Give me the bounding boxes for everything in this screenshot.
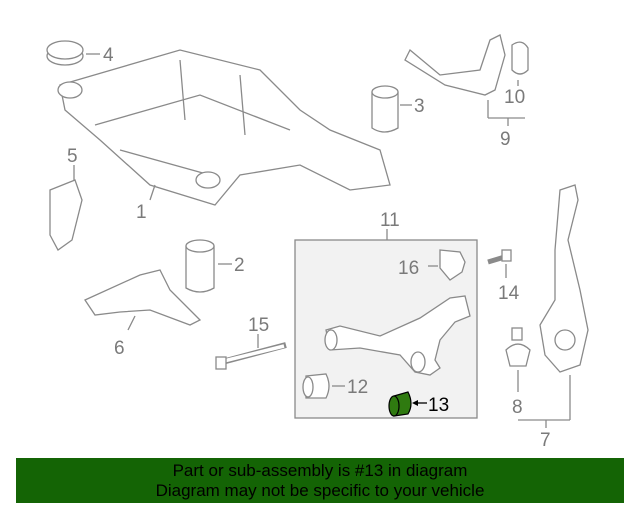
callout-6: 6 xyxy=(114,338,125,359)
callout-7: 7 xyxy=(540,430,551,451)
callout-3: 3 xyxy=(414,96,425,117)
callout-2: 2 xyxy=(234,255,245,276)
part-4-mount[interactable] xyxy=(46,40,100,66)
callout-5: 5 xyxy=(67,146,78,167)
part-9-upper-arm[interactable] xyxy=(404,34,529,126)
callout-1: 1 xyxy=(136,202,147,223)
banner-line-2: Diagram may not be specific to your vehi… xyxy=(155,481,485,500)
part-8-ball-joint[interactable] xyxy=(505,327,531,392)
part-11-assembly-box[interactable] xyxy=(294,229,478,419)
callout-10: 10 xyxy=(504,87,525,108)
part-3-bushing[interactable] xyxy=(371,85,412,133)
part-15-bolt[interactable] xyxy=(215,334,287,370)
callout-11: 11 xyxy=(380,210,400,231)
part-1-subframe[interactable] xyxy=(57,49,391,206)
callout-8: 8 xyxy=(512,397,523,418)
callout-14: 14 xyxy=(498,283,520,304)
callout-13: 13 xyxy=(428,395,449,416)
callout-4: 4 xyxy=(103,45,114,66)
part-6-arm[interactable] xyxy=(84,269,202,331)
part-13-bushing-highlighted[interactable] xyxy=(388,391,427,417)
callout-15: 15 xyxy=(248,315,269,336)
callout-12: 12 xyxy=(347,377,368,398)
callout-9: 9 xyxy=(500,129,511,150)
part-7-knuckle[interactable] xyxy=(518,184,589,428)
callout-16: 16 xyxy=(398,258,419,279)
banner-line-1: Part or sub-assembly is #13 in diagram xyxy=(172,461,468,480)
part-14-bolt[interactable] xyxy=(487,249,512,278)
part-5-bracket[interactable] xyxy=(49,165,83,251)
part-2-bushing[interactable] xyxy=(185,239,232,293)
fitment-banner: Part or sub-assembly is #13 in diagram D… xyxy=(16,458,624,503)
